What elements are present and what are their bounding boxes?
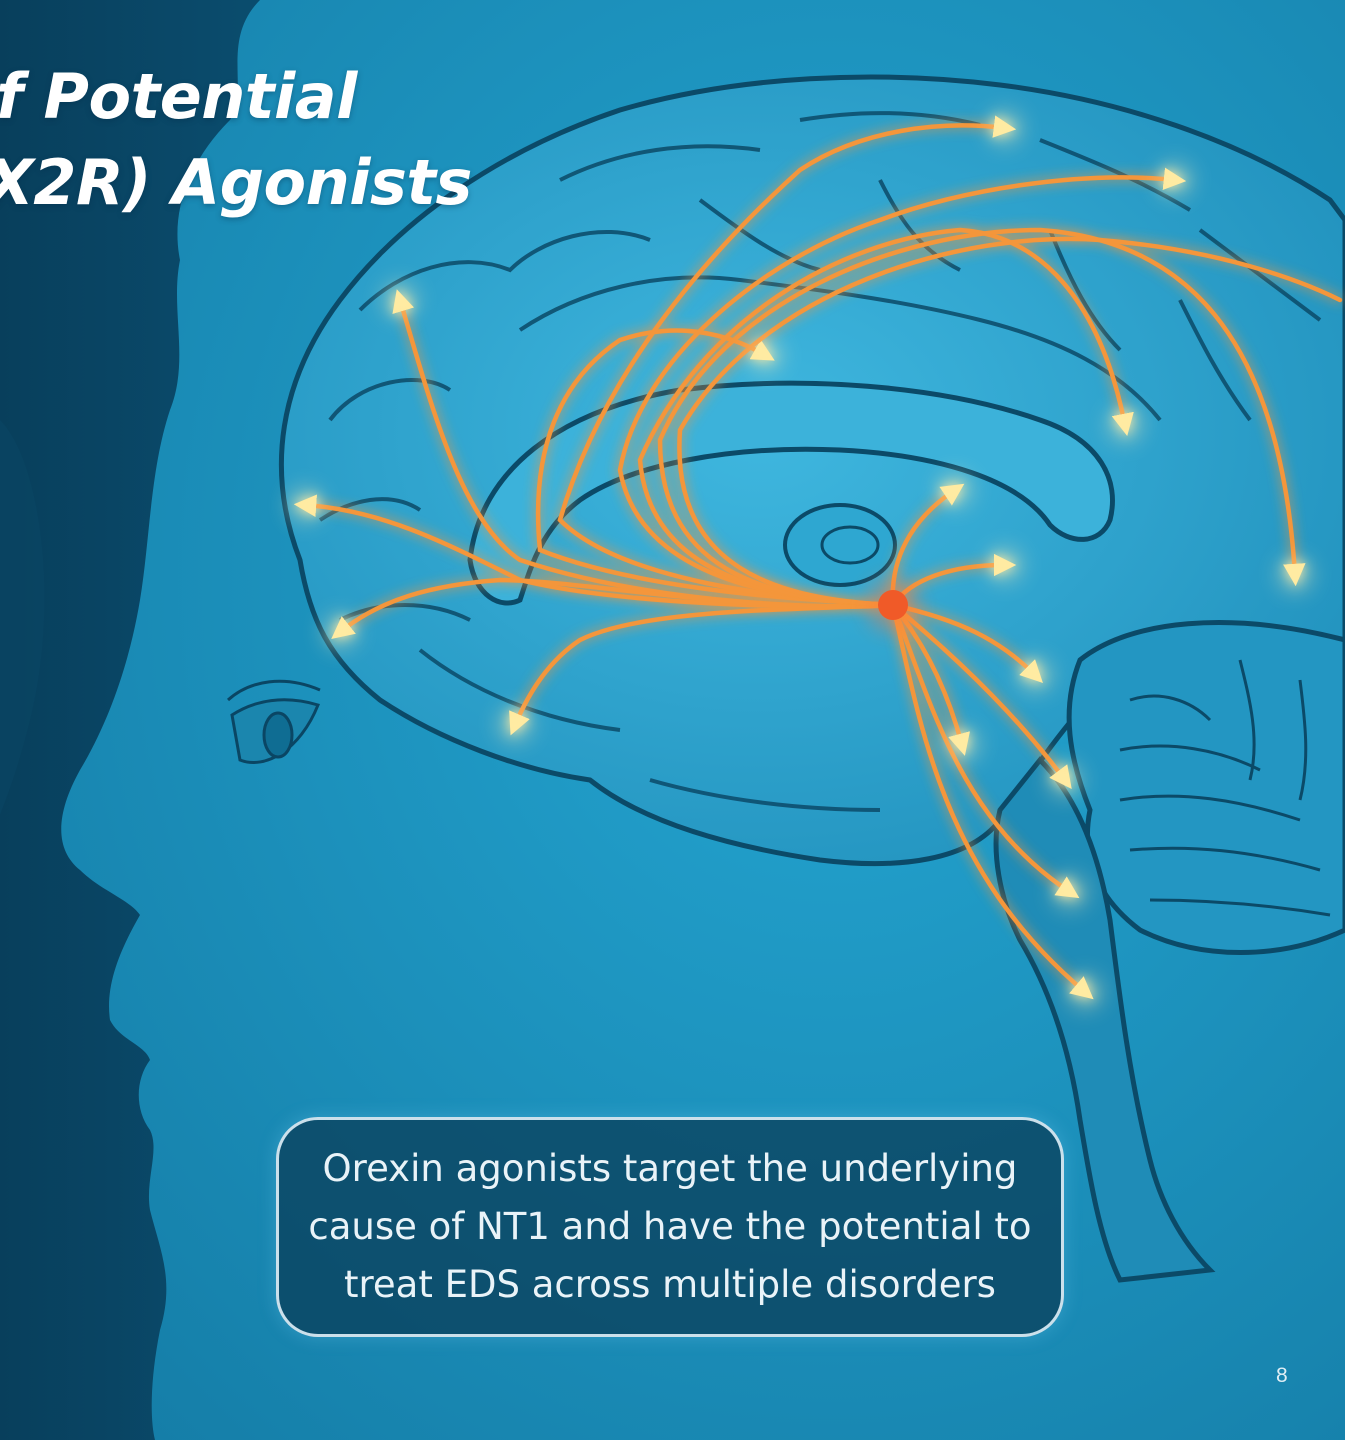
- key-message-line-2: cause of NT1 and have the potential to: [308, 1198, 1031, 1256]
- key-message-text: Orexin agonists target the underlying ca…: [308, 1140, 1031, 1314]
- key-message-line-3: treat EDS across multiple disorders: [308, 1256, 1031, 1314]
- page-number: 8: [1276, 1364, 1288, 1388]
- key-message-line-1: Orexin agonists target the underlying: [308, 1140, 1031, 1198]
- slide-title-line-1: f Potential: [0, 66, 357, 128]
- orexin-source-node: [878, 590, 908, 620]
- slide-title-line-2: X2R) Agonists: [0, 152, 472, 214]
- key-message-callout: Orexin agonists target the underlying ca…: [276, 1117, 1064, 1337]
